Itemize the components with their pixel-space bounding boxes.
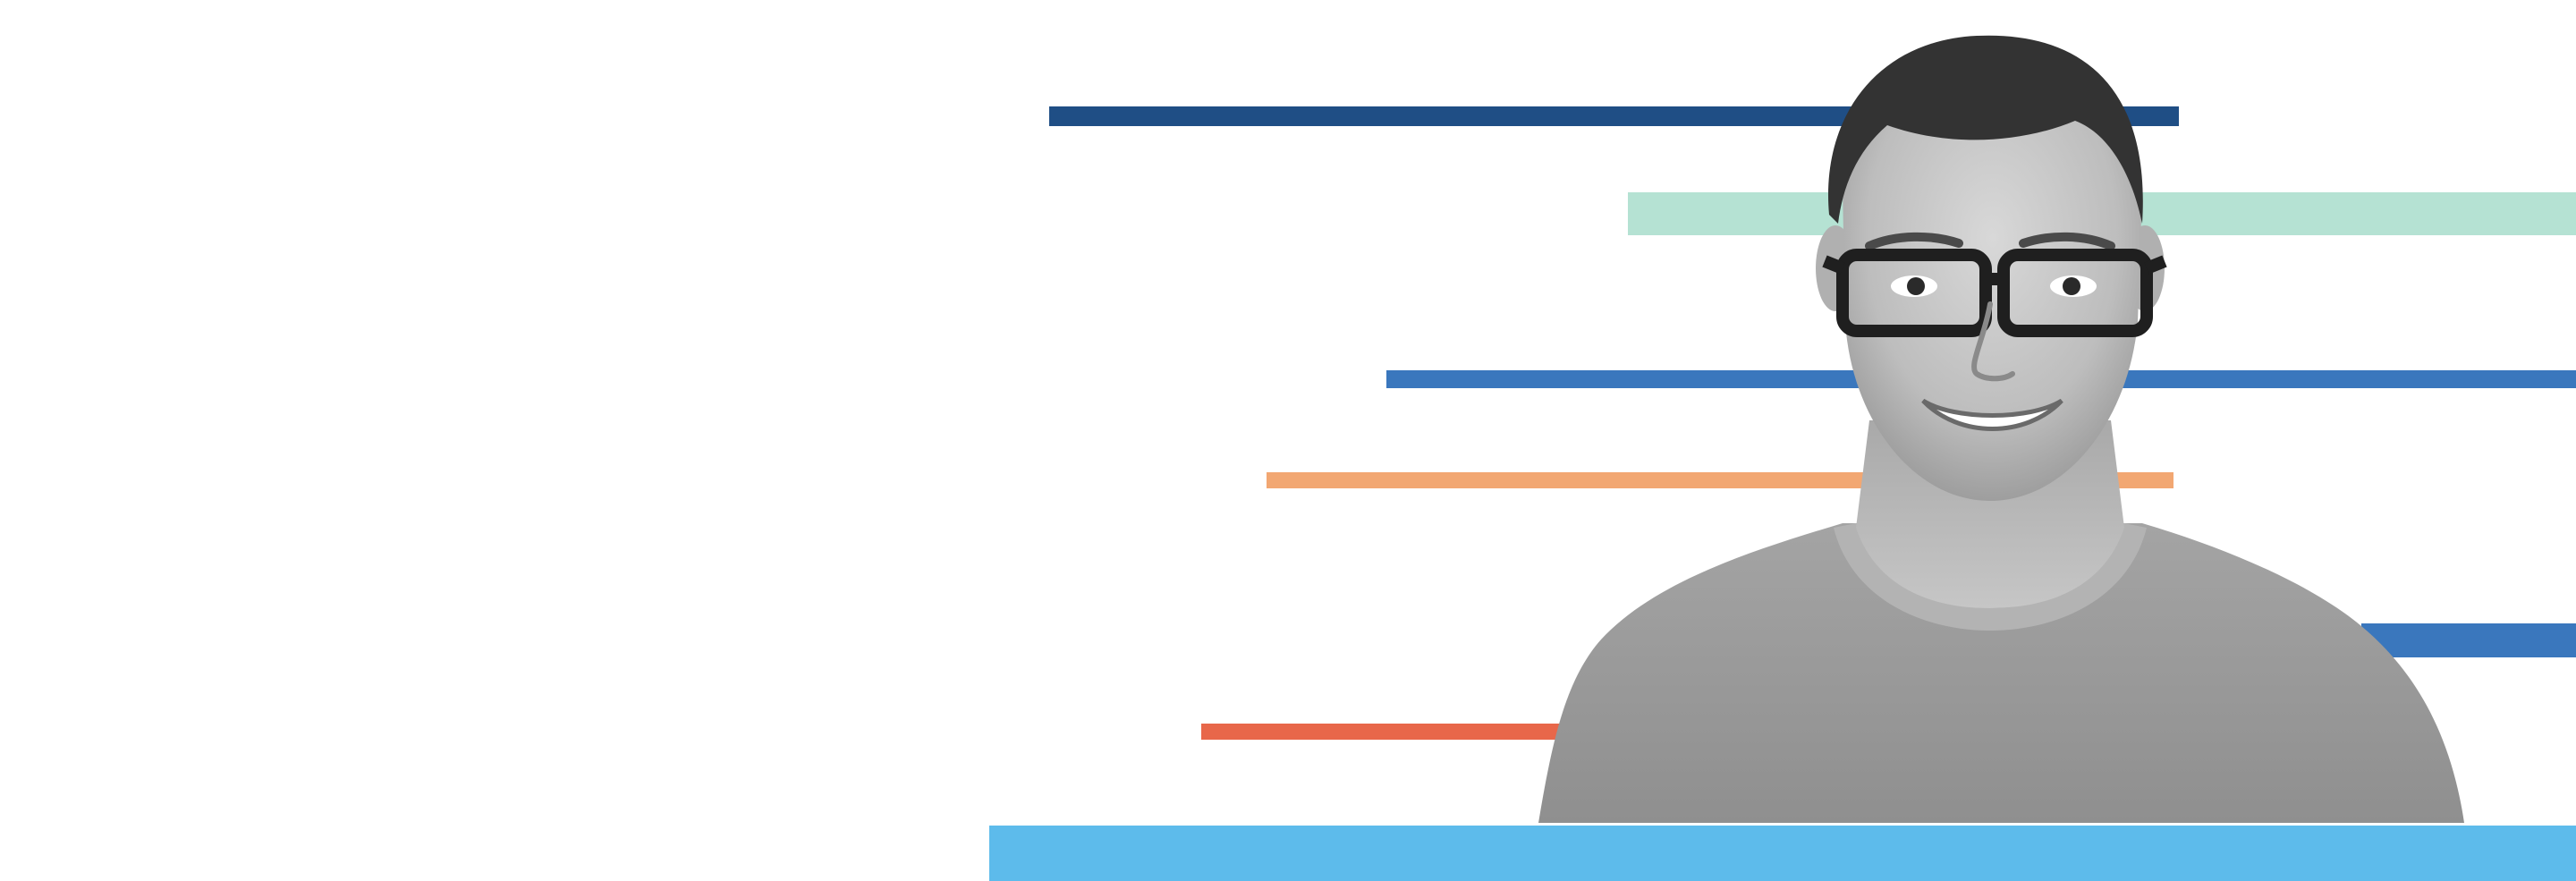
nose (1971, 301, 2015, 382)
face (1843, 63, 2142, 501)
glasses (1822, 249, 2167, 337)
right-ear (2125, 225, 2165, 311)
stripe-sky-bottom (989, 826, 2576, 881)
left-eye (1891, 275, 1937, 297)
smile (1921, 398, 2063, 431)
stripe-navy-top (1049, 106, 2179, 126)
stripe-blue-mid (1386, 370, 2576, 388)
neck (1856, 420, 2124, 608)
left-ear (1816, 225, 1855, 311)
right-eye (2050, 275, 2097, 297)
stripe-mint (1628, 192, 2576, 235)
right-eyebrow (2019, 232, 2115, 250)
stripe-orange (1267, 472, 2174, 488)
shirt (1538, 523, 2464, 823)
stripe-red (1201, 724, 1577, 740)
shirt-collar (1834, 523, 2147, 631)
left-eyebrow (1865, 232, 1963, 250)
stripe-blue-right (2361, 623, 2576, 657)
